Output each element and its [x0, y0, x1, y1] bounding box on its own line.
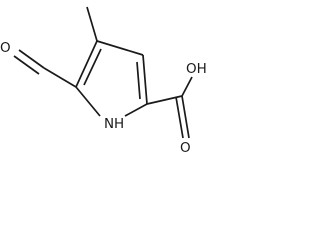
- atom-label-ring-hydrogen: H: [114, 116, 124, 132]
- atom-label-hydroxyl: OH: [186, 61, 207, 77]
- bond-cooh-o-double: [175, 96, 184, 139]
- bond-cooh-o: [181, 95, 190, 139]
- bond-methyl: [86, 6, 98, 42]
- bond-c5-c4: [75, 40, 98, 88]
- bond-c3-c2-double: [136, 61, 141, 100]
- bond-cho-o: [18, 49, 45, 69]
- bond-cho-o-double: [13, 55, 40, 75]
- atom-label-nitrogen: N: [104, 116, 114, 132]
- bond-c2-n1: [124, 103, 148, 117]
- structure-diagram: O N H OH O: [0, 6, 207, 156]
- bond-c4-c3: [96, 40, 144, 56]
- bond-cooh-oh: [181, 76, 193, 97]
- atom-label-aldehyde-o: O: [0, 40, 11, 56]
- atom-label-acid-o: O: [180, 140, 191, 156]
- bond-c3-c2: [142, 54, 148, 105]
- bond-c5-cho: [43, 67, 77, 88]
- bond-n1-c5: [75, 86, 101, 117]
- bond-c5-c4-double: [83, 48, 102, 86]
